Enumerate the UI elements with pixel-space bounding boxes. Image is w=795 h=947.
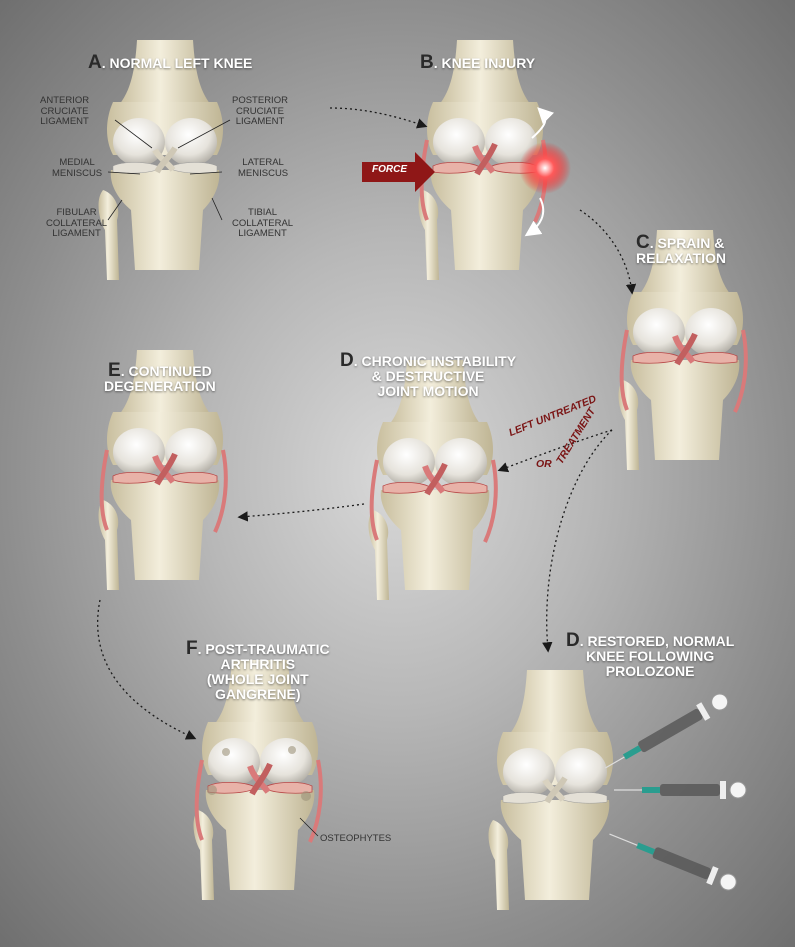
title-b-letter: B <box>420 52 434 73</box>
osteophytes-leader <box>299 817 319 837</box>
label-lateral-meniscus: LATERAL MENISCUS <box>238 157 289 179</box>
osteophyte-marks <box>207 746 311 801</box>
label-tibial-collateral: TIBIAL COLLATERAL LIGAMENT <box>232 207 294 239</box>
title-b: B. KNEE INJURY <box>420 52 536 73</box>
flow-arrows <box>97 107 637 740</box>
title-b-text: KNEE INJURY <box>441 55 536 71</box>
impact-burst <box>519 142 571 194</box>
title-c: C. SPRAIN & RELAXATION <box>636 232 726 266</box>
title-d2: D. RESTORED, NORMAL KNEE FOLLOWING PROLO… <box>566 630 735 679</box>
title-f-text: POST-TRAUMATIC ARTHRITIS (WHOLE JOINT GA… <box>205 641 330 702</box>
label-medial-meniscus: MEDIAL MENISCUS <box>52 157 103 179</box>
title-d-text: CHRONIC INSTABILITY & DESTRUCTIVE JOINT … <box>361 353 517 399</box>
title-a: A. NORMAL LEFT KNEE <box>88 52 253 73</box>
knee-normal-a <box>99 40 223 280</box>
title-c-letter: C <box>636 232 650 253</box>
title-d: D. CHRONIC INSTABILITY & DESTRUCTIVE JOI… <box>340 350 517 399</box>
label-or: OR <box>536 458 552 470</box>
label-pcl: POSTERIOR CRUCIATE LIGAMENT <box>232 95 288 127</box>
title-d2-letter: D <box>566 630 580 651</box>
title-f: F. POST-TRAUMATIC ARTHRITIS (WHOLE JOINT… <box>186 638 330 702</box>
title-e-text: CONTINUED DEGENERATION <box>104 363 216 394</box>
label-osteophytes: OSTEOPHYTES <box>320 833 392 844</box>
knee-restored <box>489 670 613 910</box>
knee-sprain-c <box>619 230 746 470</box>
label-leaders-a <box>107 119 231 221</box>
title-d2-text: RESTORED, NORMAL KNEE FOLLOWING PROLOZON… <box>585 633 735 679</box>
title-f-letter: F <box>186 638 198 659</box>
title-c-text: SPRAIN & RELAXATION <box>636 235 726 266</box>
syringes <box>605 693 747 891</box>
title-d-letter: D <box>340 350 354 371</box>
title-a-text: NORMAL LEFT KNEE <box>109 55 253 71</box>
title-e: E. CONTINUED DEGENERATION <box>104 360 216 394</box>
label-acl: ANTERIOR CRUCIATE LIGAMENT <box>40 95 90 127</box>
force-arrow <box>362 152 435 192</box>
label-fibular-collateral: FIBULAR COLLATERAL LIGAMENT <box>46 207 108 239</box>
force-label: FORCE <box>372 164 407 175</box>
title-a-letter: A <box>88 52 102 73</box>
title-e-letter: E <box>108 360 121 381</box>
